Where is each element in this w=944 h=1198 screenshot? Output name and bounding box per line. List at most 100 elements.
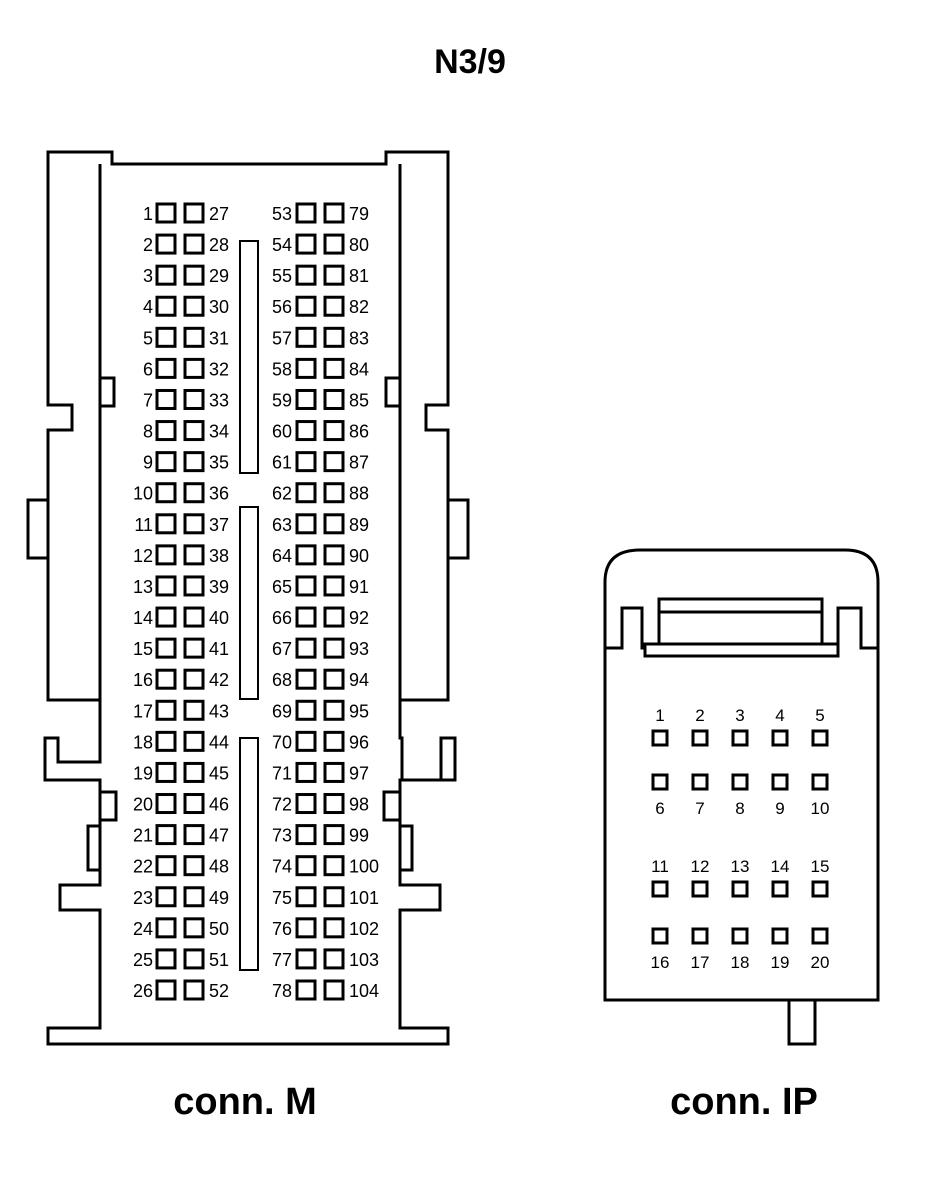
pin-label: 51: [209, 950, 229, 970]
pin-label: 17: [133, 701, 153, 721]
pin-label: 84: [349, 359, 369, 379]
pin-label: 35: [209, 453, 229, 473]
pin-square: [323, 451, 345, 473]
pin-square: [323, 388, 345, 410]
pin-label: 44: [209, 732, 229, 752]
pin-square: [295, 326, 317, 348]
pin-label: 30: [209, 297, 229, 317]
pin-label: 14: [133, 608, 153, 628]
pin-label: 1: [655, 706, 664, 725]
pin-label: 57: [272, 328, 292, 348]
pin-label: 100: [349, 857, 379, 877]
pin-label: 19: [771, 953, 790, 972]
pin-square: [651, 729, 669, 747]
pin-label: 13: [133, 577, 153, 597]
pin-label: 70: [272, 732, 292, 752]
pin-label: 16: [651, 953, 670, 972]
pin-label: 56: [272, 297, 292, 317]
pin-square: [183, 357, 205, 379]
pin-label: 22: [133, 857, 153, 877]
pin-square: [295, 606, 317, 628]
pin-square: [651, 880, 669, 898]
pin-square: [323, 357, 345, 379]
pin-label: 66: [272, 608, 292, 628]
pin-square: [323, 264, 345, 286]
pin-square: [323, 979, 345, 1001]
pin-label: 104: [349, 981, 379, 1001]
pin-square: [295, 855, 317, 877]
pin-label: 67: [272, 639, 292, 659]
pin-square: [323, 606, 345, 628]
pin-square: [651, 927, 669, 945]
pin-square: [155, 824, 177, 846]
pin-label: 48: [209, 857, 229, 877]
pin-label: 85: [349, 390, 369, 410]
pin-square: [155, 979, 177, 1001]
pin-label: 21: [133, 826, 153, 846]
pin-square: [295, 388, 317, 410]
pin-square: [811, 880, 829, 898]
pin-square: [295, 264, 317, 286]
pin-square: [323, 948, 345, 970]
pin-label: 99: [349, 826, 369, 846]
pin-square: [155, 357, 177, 379]
pin-square: [323, 233, 345, 255]
pin-square: [155, 326, 177, 348]
pin-square: [183, 264, 205, 286]
pin-label: 64: [272, 546, 292, 566]
pin-square: [323, 730, 345, 752]
pin-square: [183, 482, 205, 504]
pin-square: [155, 451, 177, 473]
pin-label: 69: [272, 701, 292, 721]
pin-label: 13: [731, 857, 750, 876]
pin-square: [295, 637, 317, 659]
pin-square: [771, 880, 789, 898]
pin-label: 73: [272, 826, 292, 846]
pin-square: [295, 544, 317, 566]
pin-label: 34: [209, 422, 229, 442]
pin-square: [183, 513, 205, 535]
pin-square: [183, 451, 205, 473]
pin-square: [183, 699, 205, 721]
pin-label: 2: [695, 706, 704, 725]
pin-square: [155, 637, 177, 659]
pin-label: 38: [209, 546, 229, 566]
pin-label: 68: [272, 670, 292, 690]
pin-label: 36: [209, 484, 229, 504]
pin-square: [323, 855, 345, 877]
pin-label: 29: [209, 266, 229, 286]
pin-square: [155, 761, 177, 783]
pin-label: 91: [349, 577, 369, 597]
pin-label: 3: [143, 266, 153, 286]
pin-label: 76: [272, 919, 292, 939]
pin-square: [183, 637, 205, 659]
pin-square: [155, 855, 177, 877]
pin-square: [691, 729, 709, 747]
pin-label: 59: [272, 390, 292, 410]
pin-label: 4: [775, 706, 784, 725]
diagram-title: N3/9: [434, 43, 506, 81]
conn-ip-label: conn. IP: [670, 1081, 818, 1123]
pin-label: 16: [133, 670, 153, 690]
conn-m-label: conn. M: [173, 1081, 317, 1123]
pin-square: [295, 793, 317, 815]
pin-label: 92: [349, 608, 369, 628]
pin-square: [811, 927, 829, 945]
pin-square: [183, 606, 205, 628]
pin-label: 17: [691, 953, 710, 972]
pin-square: [183, 388, 205, 410]
pin-label: 61: [272, 453, 292, 473]
pin-label: 7: [143, 390, 153, 410]
pin-square: [323, 544, 345, 566]
pin-square: [323, 761, 345, 783]
pin-square: [323, 668, 345, 690]
pin-label: 25: [133, 950, 153, 970]
pin-square: [295, 482, 317, 504]
pin-label: 20: [133, 795, 153, 815]
pin-square: [295, 513, 317, 535]
pin-label: 62: [272, 484, 292, 504]
pin-label: 89: [349, 515, 369, 535]
pin-square: [771, 729, 789, 747]
pin-square: [323, 886, 345, 908]
